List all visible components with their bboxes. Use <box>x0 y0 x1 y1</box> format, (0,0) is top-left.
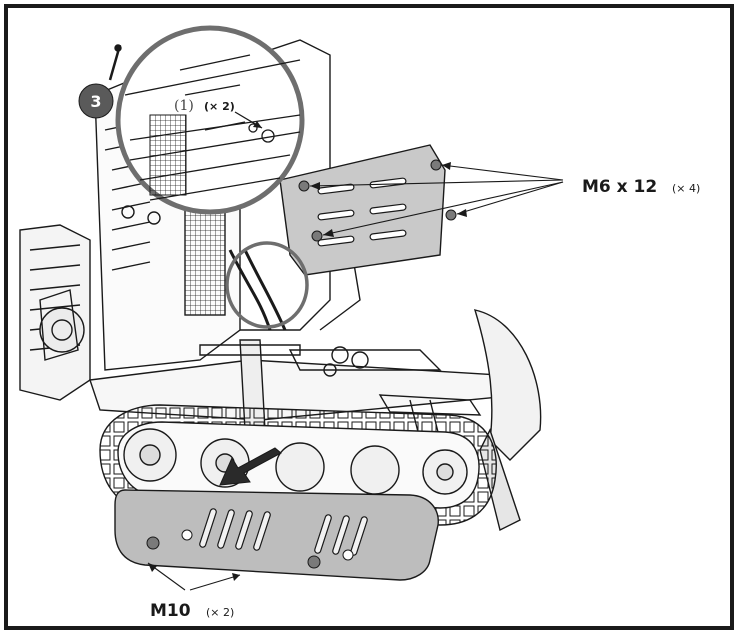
label-m10-size: M10 <box>150 601 191 621</box>
bolt-m6-group <box>298 159 457 242</box>
step-badge: 3 <box>78 83 114 119</box>
step-number: 3 <box>90 92 101 111</box>
bolt-icon <box>311 230 323 242</box>
label-m6-size: M6 x 12 <box>582 177 657 197</box>
detail-target-circle <box>225 241 309 329</box>
bolt-icon <box>298 180 310 192</box>
label-m10-qty: (× 2) <box>206 606 234 619</box>
bolt-m10-group <box>146 536 321 569</box>
arrow-heads-m6 <box>310 162 467 237</box>
cover-plate <box>279 144 446 276</box>
arrow-heads-m10 <box>148 563 240 581</box>
bolt-icon <box>307 555 321 569</box>
detail-qty-label: (× 2) <box>204 100 235 113</box>
detail-index-label: (1) <box>174 98 194 114</box>
bolt-icon <box>146 536 160 550</box>
removal-arrow-icon <box>219 447 282 486</box>
magnified-detail <box>115 25 305 215</box>
bolt-icon <box>430 159 442 171</box>
leader-lines-m6 <box>309 164 564 236</box>
label-m6-qty: (× 4) <box>672 182 700 195</box>
track-guard <box>114 489 439 581</box>
bolt-icon <box>445 209 457 221</box>
